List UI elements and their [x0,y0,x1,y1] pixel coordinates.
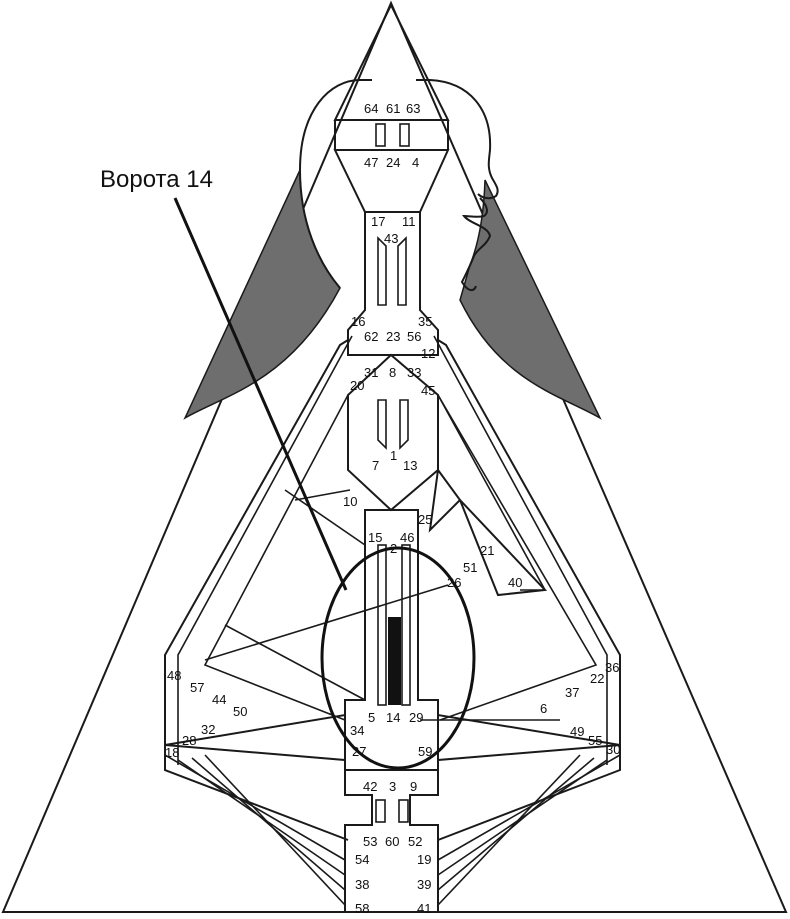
gate-32: 32 [201,722,215,737]
gate-8: 8 [389,365,396,380]
gate-14-highlight-oval [320,546,476,770]
gate-60: 60 [385,834,399,849]
gate-45: 45 [421,383,435,398]
gate-56: 56 [407,329,421,344]
channel-61-24 [399,123,410,147]
channel-10-g [294,489,351,501]
gate-1: 1 [390,448,397,463]
gate-46: 46 [400,530,414,545]
channel-31-7 [377,399,387,450]
channel-64-47 [375,123,386,147]
gate-61: 61 [386,101,400,116]
gate-18: 18 [165,745,179,760]
channel-42-53 [375,799,386,823]
gate-20: 20 [350,378,364,393]
channel-17-62 [377,236,387,306]
gate-15: 15 [368,530,382,545]
gate-33: 33 [407,365,421,380]
gate-16: 16 [351,314,365,329]
channel-15-5 [377,544,387,706]
gate-29: 29 [409,710,423,725]
gate-24: 24 [386,155,400,170]
gate-50: 50 [233,704,247,719]
gate-2: 2 [390,541,397,556]
gate-23: 23 [386,329,400,344]
gate-62: 62 [364,329,378,344]
gate-22: 22 [590,671,604,686]
gate-21: 21 [480,543,494,558]
gate-41: 41 [417,901,431,916]
gate-31: 31 [364,365,378,380]
gate-64: 64 [364,101,378,116]
left-shoulder-shade [183,169,341,420]
gate-14: 14 [386,710,400,725]
head-outline [298,79,499,292]
gate-19: 19 [417,852,431,867]
gate-55: 55 [588,733,602,748]
gate-59: 59 [418,744,432,759]
channel-11-56 [397,236,407,306]
right-inner-channel-b [437,394,598,721]
gate-11: 11 [402,214,416,229]
gate-44: 44 [212,692,226,707]
gate-48: 48 [167,668,181,683]
head-center [333,2,450,121]
gate-38: 38 [355,877,369,892]
gate-57: 57 [190,680,204,695]
gate-13: 13 [403,458,417,473]
gate-26: 26 [447,575,461,590]
channel-34-10 [224,624,366,701]
heart-channel [459,499,548,597]
gate-54: 54 [355,852,369,867]
channel-49-19 [437,757,595,891]
root-center [344,769,439,913]
channel-8-1 [399,399,409,450]
gate-43: 43 [384,231,398,246]
channel-left-4 [204,754,346,906]
gate-5: 5 [368,710,375,725]
right-inner-channel-a [433,335,608,765]
ego-center [428,467,462,533]
gate-14-highlight [388,617,401,705]
callout-pointer-line [173,197,348,591]
gate-34: 34 [350,723,364,738]
gate-7: 7 [372,458,379,473]
gate-53: 53 [363,834,377,849]
gate-30: 30 [606,742,620,757]
left-outer-channel [164,339,349,841]
gate-35: 35 [418,314,432,329]
gate-10: 10 [343,494,357,509]
gate-36: 36 [605,660,619,675]
gate-42: 42 [363,779,377,794]
throat-center [347,211,439,356]
gate-37: 37 [565,685,579,700]
gate-9: 9 [410,779,417,794]
gate-3: 3 [389,779,396,794]
gate-58: 58 [355,901,369,916]
gate-63: 63 [406,101,420,116]
callout-caption: Ворота 14 [100,166,213,193]
channel-right-4 [437,754,581,906]
gate-25: 25 [418,512,432,527]
gate-39: 39 [417,877,431,892]
gate-6: 6 [540,701,547,716]
gate-51: 51 [463,560,477,575]
gate-4: 4 [412,155,419,170]
channel-30-41 [437,754,621,861]
channel-9-52 [398,799,409,823]
gate-17: 17 [371,214,385,229]
gate-49: 49 [570,724,584,739]
gate-27: 27 [352,744,366,759]
gate-28: 28 [182,733,196,748]
solar-plexus-center [437,713,621,762]
gate-52: 52 [408,834,422,849]
left-inner-channel-a [177,335,353,765]
left-inner-channel-b [203,394,349,721]
gate-12: 12 [421,346,435,361]
gate-47: 47 [364,155,378,170]
gate-40: 40 [508,575,522,590]
channel-46-29 [401,544,411,706]
